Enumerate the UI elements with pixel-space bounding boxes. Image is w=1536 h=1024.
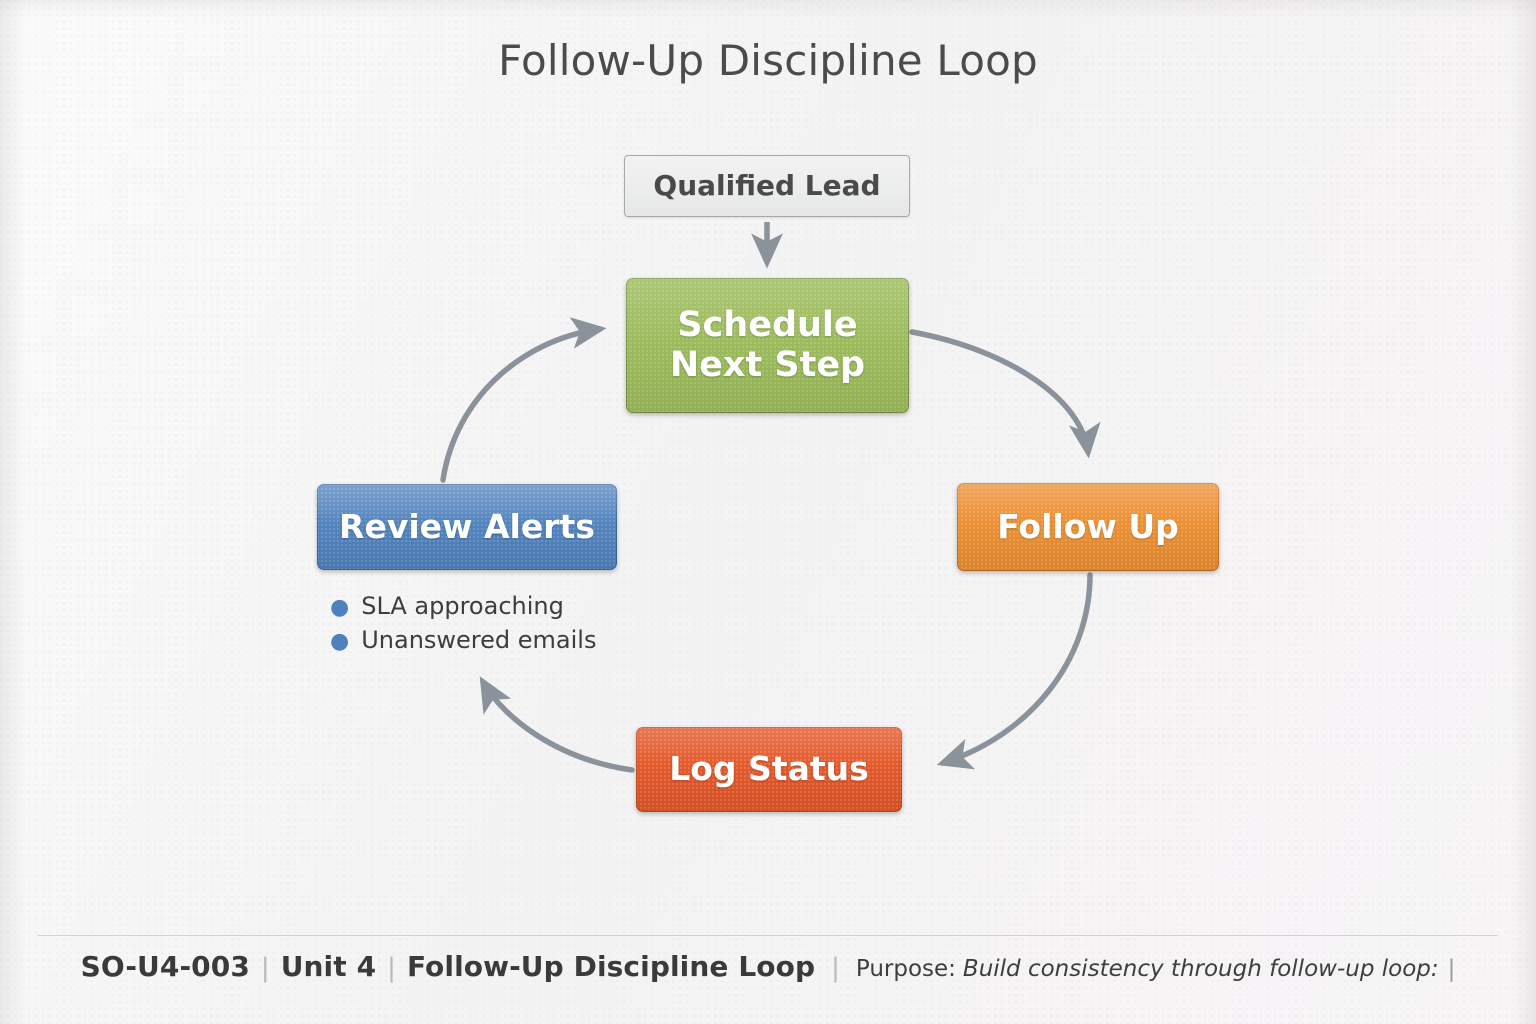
footer-unit: Unit 4 (280, 950, 377, 983)
node-schedule-line-1: Schedule (677, 305, 858, 346)
footer-purpose-label: Purpose: (855, 956, 956, 982)
connector-followup-to-log (936, 572, 1093, 770)
node-log-status-label: Log Status (669, 749, 869, 789)
node-follow-up-label: Follow Up (997, 506, 1179, 546)
node-follow-up[interactable]: Follow Up (957, 483, 1219, 571)
node-log-status[interactable]: Log Status (636, 727, 902, 812)
footer-separator: | (387, 953, 396, 983)
cycle-diagram: Qualified Lead Schedule Next Step Follow… (317, 155, 1219, 812)
list-item: ● Unanswered emails (330, 626, 660, 654)
list-item: ● SLA approaching (330, 592, 660, 620)
node-qualified-lead-label: Qualified Lead (653, 169, 881, 203)
node-schedule-next-step[interactable]: Schedule Next Step (626, 278, 909, 413)
page-title: Follow-Up Discipline Loop (498, 36, 1038, 85)
footer-tail: | (1447, 956, 1456, 982)
review-alerts-bullet-list: ● SLA approaching ● Unanswered emails (330, 592, 660, 660)
bullet-label: Unanswered emails (361, 626, 597, 654)
node-review-alerts[interactable]: Review Alerts (317, 484, 617, 570)
footer: SO-U4-003 | Unit 4 | Follow-Up Disciplin… (0, 950, 1536, 983)
node-review-alerts-label: Review Alerts (339, 506, 595, 546)
node-schedule-line-2: Next Step (669, 344, 866, 385)
connector-schedule-to-followup (909, 329, 1101, 459)
bullet-dot-icon: ● (330, 595, 350, 620)
footer-code: SO-U4-003 (80, 950, 250, 983)
footer-separator: | (831, 953, 840, 983)
connector-log-to-review (479, 676, 635, 773)
connector-review-to-schedule (440, 317, 607, 483)
connector-layer (440, 222, 1101, 773)
bullet-label: SLA approaching (361, 592, 564, 620)
footer-divider (38, 935, 1498, 936)
bullet-dot-icon: ● (330, 629, 350, 654)
node-schedule-next-step-label: Schedule Next Step (670, 306, 865, 384)
node-qualified-lead[interactable]: Qualified Lead (624, 155, 910, 217)
footer-purpose-text: Build consistency through follow-up loop… (962, 956, 1439, 982)
footer-topic: Follow-Up Discipline Loop (406, 950, 816, 983)
footer-separator: | (260, 953, 270, 983)
